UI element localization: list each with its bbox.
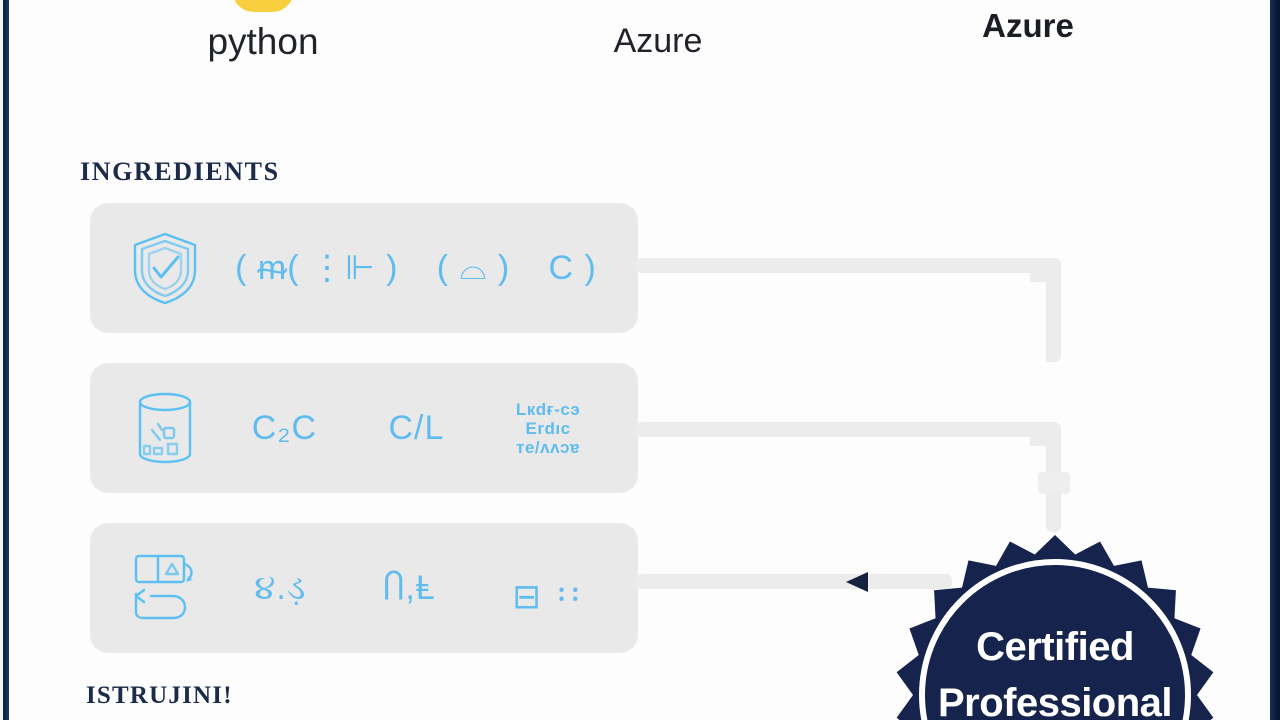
ingredient-card[interactable]: ( ᵯ( ⋮⊩ ) ( ⌓ ) C ) — [90, 203, 638, 333]
azure-logo-icon-secondary — [973, 0, 1083, 4]
connector-pipe-row-1-horizontal — [636, 422, 1060, 437]
connector-pipe-junction — [1038, 472, 1070, 494]
logo-azure-primary: Azure — [558, 0, 758, 62]
ingredient-token: ⊟ ᠄᠄ — [512, 578, 578, 616]
ingredient-token: C/L — [388, 408, 445, 447]
logo-azure-secondary: Azure — [928, 0, 1128, 46]
ingredient-token: ( ᵯ( ⋮⊩ ) — [235, 249, 399, 287]
section-heading-ingredients: INGREDIENTS — [80, 157, 280, 186]
logo-strip: python Azure Azure — [0, 0, 1280, 100]
certified-professional-badge[interactable]: Certified Professional — [893, 533, 1217, 720]
python-logo-yellow-half — [232, 0, 294, 12]
ingredient-token: Lкdғ-cэ Erdıc тe/ʌʌɔɐ — [515, 399, 581, 457]
logo-python: python — [163, 0, 363, 64]
ingredient-card[interactable]: C₂C C/L Lкdғ-cэ Erdıc тe/ʌʌɔɐ — [90, 363, 638, 493]
ingredient-token: C ) — [548, 248, 597, 287]
beaker-icon — [126, 389, 204, 467]
ingredient-card[interactable]: ૪.ડ̣ Ⴖ,Ⱡ ⊟ ᠄᠄ — [90, 523, 638, 653]
frame-left-hairline — [0, 0, 3, 720]
connector-pipe-row-0-horizontal — [636, 258, 1060, 273]
logo-python-caption: python — [207, 21, 319, 62]
python-logo-icon — [232, 0, 294, 18]
ingredient-token-row: ૪.ડ̣ Ⴖ,Ⱡ ⊟ ᠄᠄ — [216, 558, 638, 618]
logo-azure-secondary-caption: Azure — [982, 7, 1074, 44]
ingredient-token-row: C₂C C/L Lкdғ-cэ Erdıc тe/ʌʌɔɐ — [216, 400, 638, 457]
frame-right-strip — [1270, 0, 1280, 720]
section-heading-instructions: ISTRUJINI! — [86, 682, 233, 709]
logo-azure-primary-caption: Azure — [613, 22, 703, 60]
ingredient-token: ૪.ડ̣ — [254, 568, 307, 607]
ingredient-token: C₂C — [251, 408, 318, 447]
frame-left-strip — [3, 0, 9, 720]
connector-pipe-row-2-horizontal — [636, 574, 952, 589]
ingredient-token: ( ⌓ ) — [436, 248, 511, 287]
ingredient-token-row: ( ᵯ( ⋮⊩ ) ( ⌓ ) C ) — [216, 248, 638, 288]
connector-pipe-row-0-vertical — [1046, 258, 1061, 362]
ingredient-token: Ⴖ,Ⱡ — [383, 569, 436, 607]
refresh-cycle-icon — [126, 549, 204, 627]
shield-check-icon — [126, 229, 204, 307]
connector-arrow-left-icon — [846, 572, 868, 592]
azure-logo-icon — [604, 0, 712, 14]
badge-rosette-icon — [896, 535, 1214, 720]
